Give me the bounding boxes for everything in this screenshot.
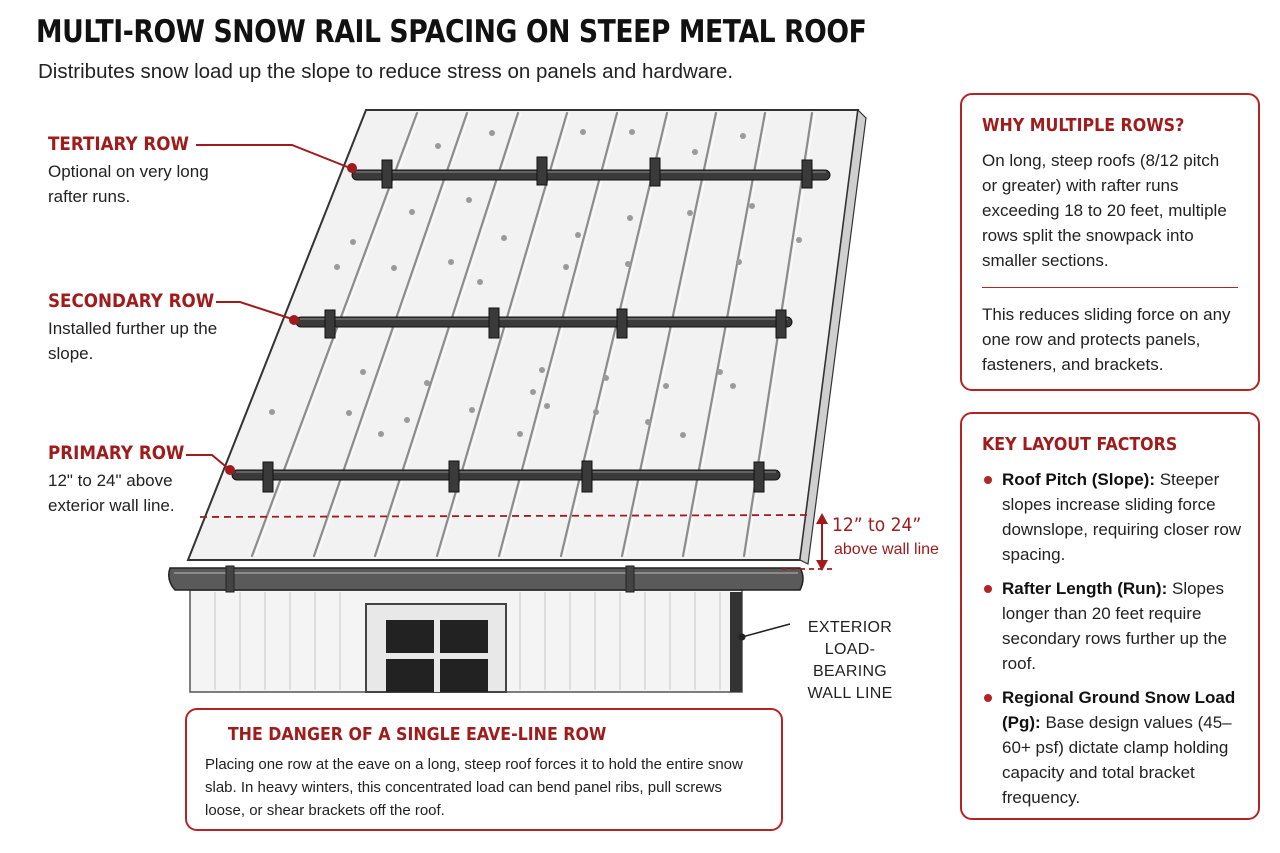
bullet-icon (984, 585, 992, 593)
danger-box-title: THE DANGER OF A SINGLE EAVE-LINE ROW (227, 724, 607, 745)
callout-primary-row: PRIMARY ROW 12" to 24" above exterior wa… (48, 442, 218, 518)
measurement-value: 12” to 24” (832, 514, 922, 536)
roof-plane (168, 108, 867, 593)
callout-leaders (186, 144, 351, 471)
why-box-paragraph-1: On long, steep roofs (8/12 pitch or grea… (982, 151, 1227, 270)
secondary-rail (295, 307, 793, 339)
secondary-row-title: SECONDARY ROW (48, 290, 215, 312)
factor-item: Rafter Length (Run): Slopes longer than … (982, 576, 1242, 676)
tertiary-row-title: TERTIARY ROW (48, 133, 189, 155)
tertiary-rail (351, 156, 831, 189)
tertiary-row-description: Optional on very long rafter runs. (48, 162, 209, 206)
factor-label: Regional Ground Snow Load (Pg): (1002, 688, 1236, 732)
why-multiple-rows-box: WHY MULTIPLE ROWS? On long, steep roofs … (960, 93, 1260, 391)
why-box-divider (982, 287, 1238, 288)
bullet-icon (984, 476, 992, 484)
factor-label: Rafter Length (Run): (1002, 579, 1168, 598)
why-box-paragraph-2: This reduces sliding force on any one ro… (982, 305, 1231, 374)
factor-text: Base design values (45–60+ psf) dictate … (1002, 713, 1232, 807)
callout-secondary-row: SECONDARY ROW Installed further up the s… (48, 290, 237, 366)
page-title: MULTI-ROW SNOW RAIL SPACING ON STEEP MET… (36, 14, 867, 50)
primary-rail (231, 460, 781, 493)
single-row-danger-box: THE DANGER OF A SINGLE EAVE-LINE ROW Pla… (185, 708, 783, 831)
danger-box-text: Placing one row at the eave on a long, s… (205, 756, 743, 819)
factor-text: Steeper slopes increase sliding force do… (1002, 470, 1242, 564)
secondary-row-description: Installed further up the slope. (48, 319, 218, 363)
factors-list: Roof Pitch (Slope): Steeper slopes incre… (982, 467, 1242, 810)
wall-line-label: EXTERIOR LOAD-BEARING WALL LINE (807, 619, 893, 702)
factors-box-title: KEY LAYOUT FACTORS (982, 434, 1178, 455)
window (365, 603, 507, 693)
callout-tertiary-row: TERTIARY ROW Optional on very long rafte… (48, 133, 218, 209)
page-subtitle: Distributes snow load up the slope to re… (38, 60, 734, 83)
bullet-icon (984, 694, 992, 702)
primary-row-description: 12" to 24" above exterior wall line. (48, 471, 175, 515)
key-layout-factors-box: KEY LAYOUT FACTORS Roof Pitch (Slope): S… (960, 412, 1260, 820)
measurement-note: above wall line (834, 541, 939, 558)
primary-row-title: PRIMARY ROW (48, 442, 185, 464)
why-box-title: WHY MULTIPLE ROWS? (982, 115, 1185, 136)
wall-line-measurement (199, 513, 832, 571)
factor-item: Roof Pitch (Slope): Steeper slopes incre… (982, 467, 1242, 567)
factor-label: Roof Pitch (Slope): (1002, 470, 1155, 489)
factor-item: Regional Ground Snow Load (Pg): Base des… (982, 685, 1242, 810)
factor-text: Slopes longer than 20 feet require secon… (1002, 579, 1227, 673)
wall-label-leader (738, 623, 791, 641)
